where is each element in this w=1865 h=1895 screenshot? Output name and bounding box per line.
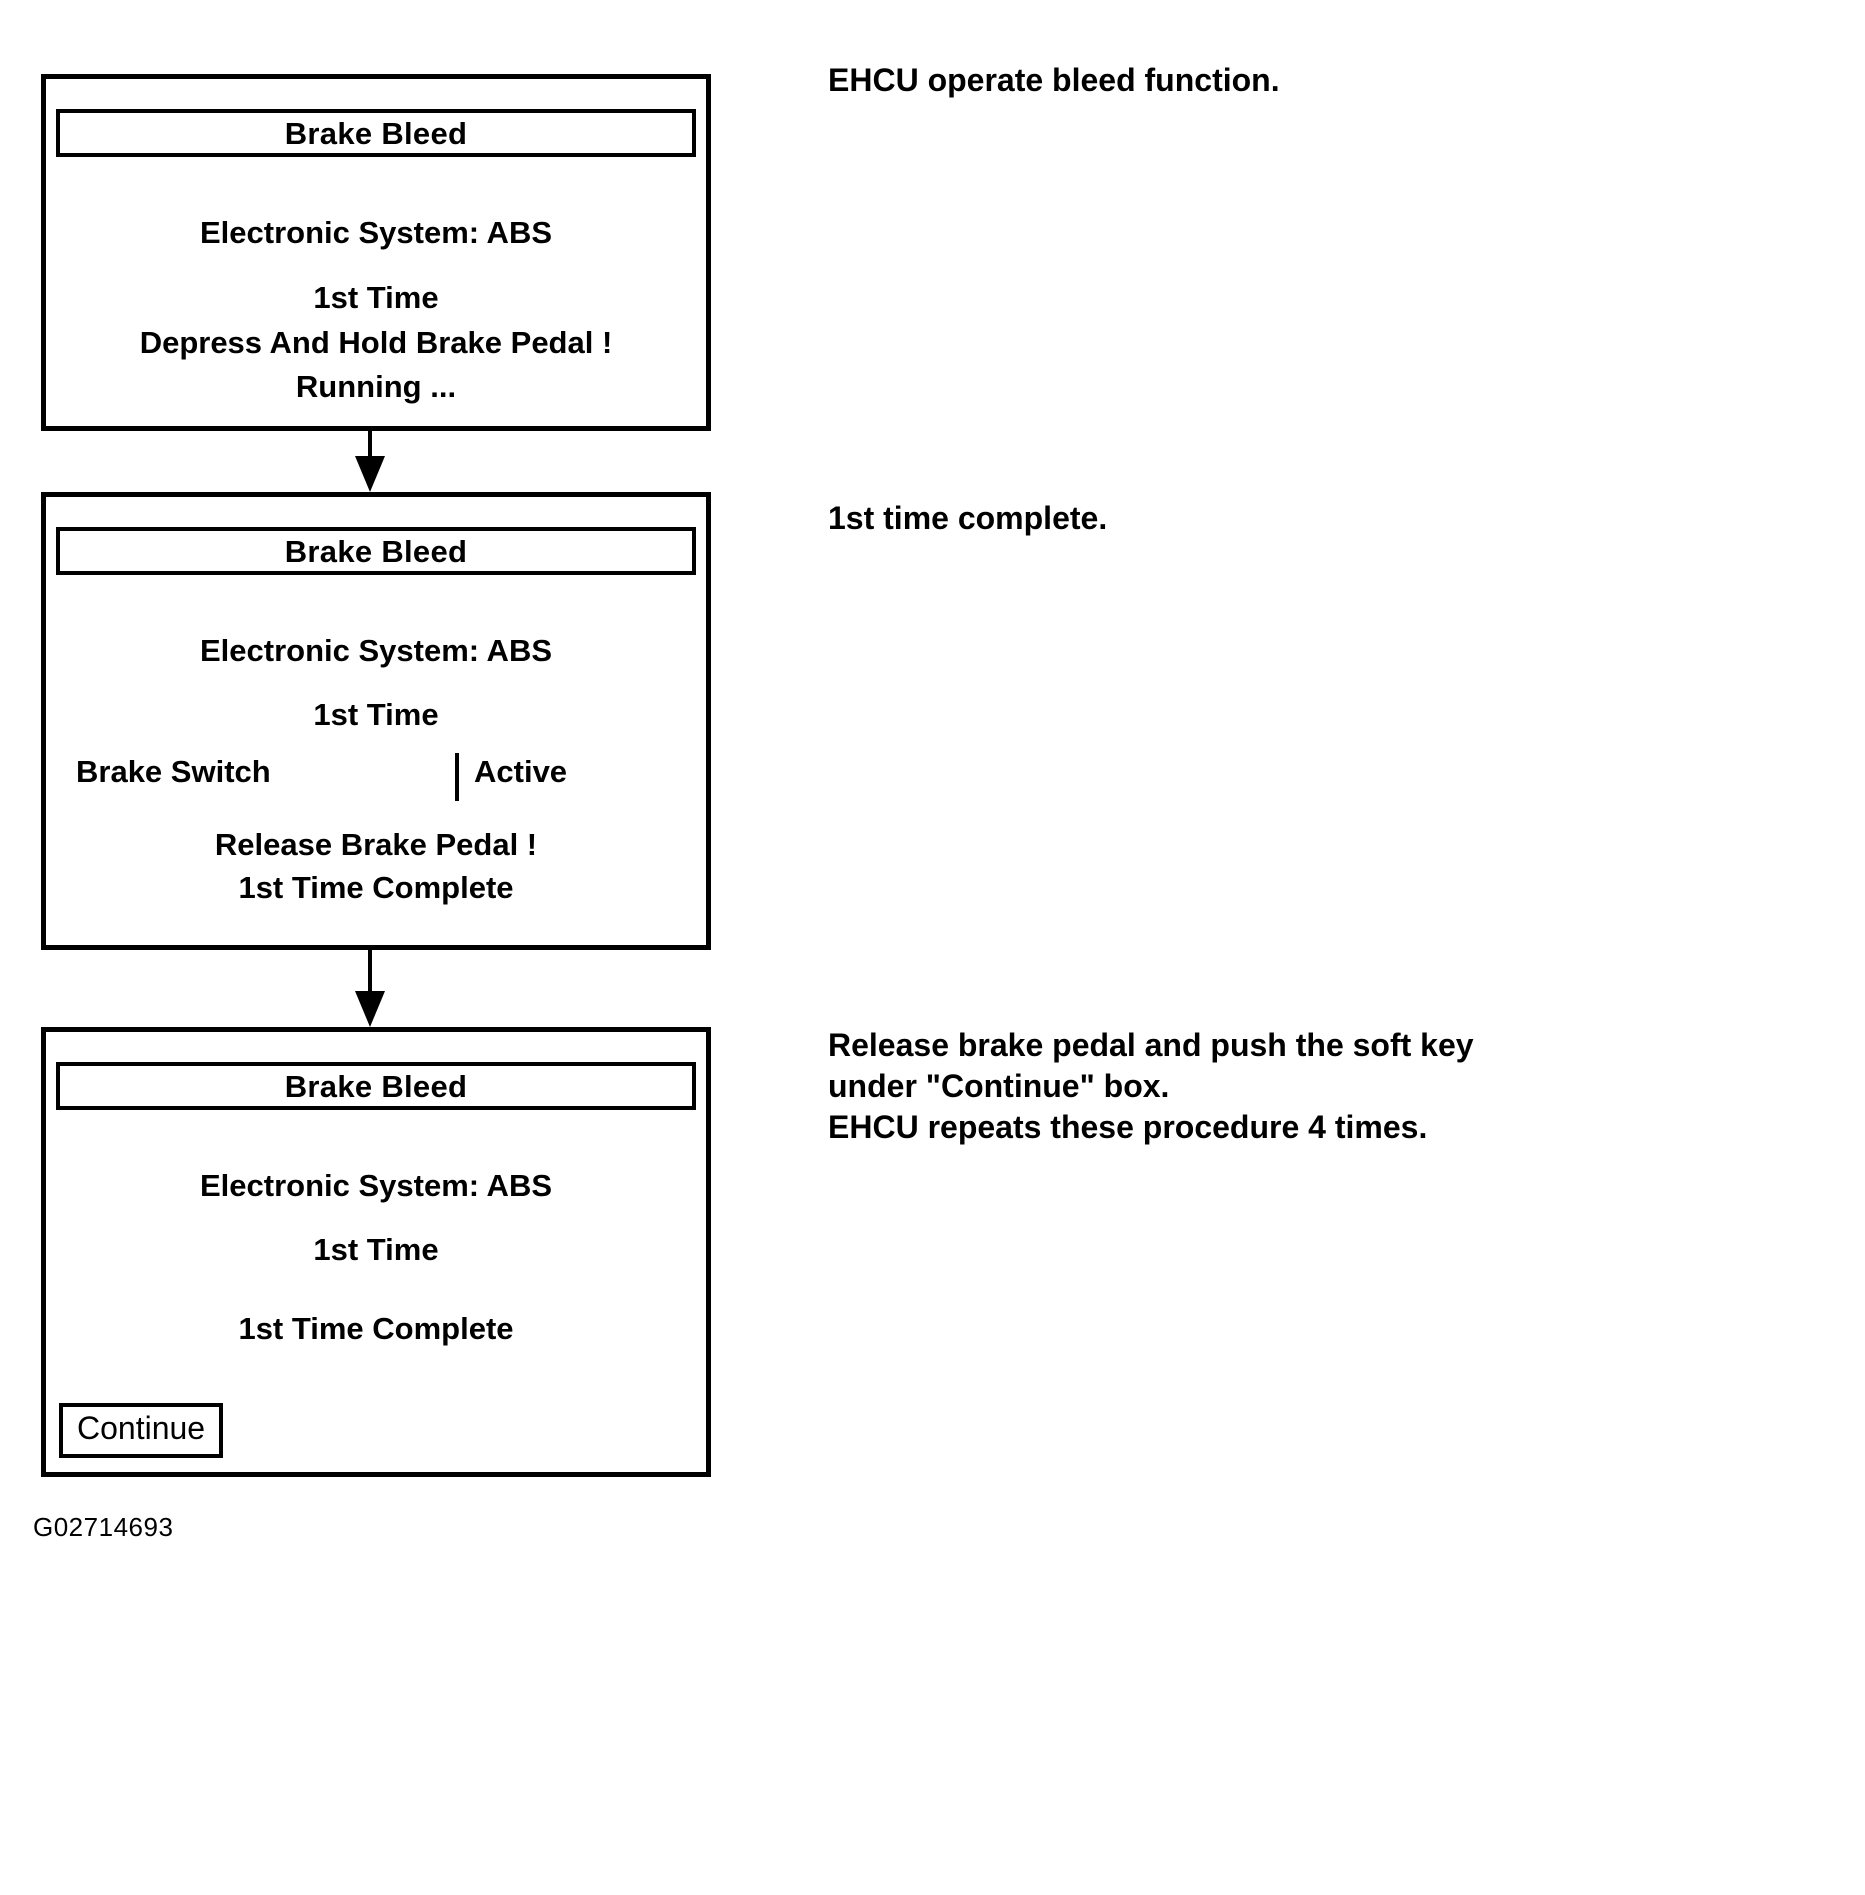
flow-arrow-1 [355, 431, 385, 492]
flow-arrow-2-shaft [368, 950, 372, 994]
screen-3-title: Brake Bleed [284, 1068, 468, 1104]
screen-2-line-prompt: Release Brake Pedal ! [214, 827, 538, 862]
continue-softkey-button[interactable]: Continue [59, 1403, 224, 1458]
screen-1-title: Brake Bleed [284, 115, 468, 151]
flow-arrow-1-head [355, 456, 385, 492]
screen-1-line-cycle: 1st Time [313, 280, 439, 315]
figure-id-label: G02714693 [33, 1512, 174, 1542]
screen-2-data-row-brake-switch: Brake Switch Active [56, 753, 696, 801]
scan-tool-screen-3: Brake Bleed Electronic System: ABS 1st T… [41, 1027, 711, 1477]
screen-3-body: Electronic System: ABS 1st Time 1st Time… [56, 1128, 696, 1468]
continue-softkey-label: Continue [77, 1410, 206, 1447]
flow-arrow-2 [355, 950, 385, 1027]
screen-1-line-prompt: Depress And Hold Brake Pedal ! [139, 325, 613, 360]
flow-arrow-1-shaft [368, 431, 372, 459]
screen-2-line-complete: 1st Time Complete [238, 870, 514, 905]
screen-2-body: Electronic System: ABS 1st Time Brake Sw… [56, 593, 696, 941]
scan-tool-screen-2: Brake Bleed Electronic System: ABS 1st T… [41, 492, 711, 950]
annotation-ehcu-operate: EHCU operate bleed function. [828, 62, 1280, 98]
annotation-release-continue: Release brake pedal and push the soft ke… [828, 1027, 1474, 1145]
screen-2-title-bar: Brake Bleed [56, 527, 696, 575]
screen-2-data-divider [455, 753, 459, 801]
screen-2-data-label: Brake Switch [76, 754, 271, 789]
screen-3-line-cycle: 1st Time [313, 1232, 439, 1267]
screen-3-title-bar: Brake Bleed [56, 1062, 696, 1110]
flow-arrow-2-head [355, 991, 385, 1027]
screen-3-line-system: Electronic System: ABS [199, 1168, 553, 1203]
screen-2-line-system: Electronic System: ABS [199, 633, 553, 668]
screen-1-title-bar: Brake Bleed [56, 109, 696, 157]
screen-2-line-cycle: 1st Time [313, 697, 439, 732]
scan-tool-screen-1: Brake Bleed Electronic System: ABS 1st T… [41, 74, 711, 431]
screen-1-body: Electronic System: ABS 1st Time Depress … [56, 175, 696, 422]
screen-2-title: Brake Bleed [284, 533, 468, 569]
screen-2-data-value: Active [474, 754, 568, 789]
annotation-first-time-complete: 1st time complete. [828, 500, 1108, 536]
screen-3-line-complete: 1st Time Complete [238, 1311, 514, 1346]
screen-1-line-status: Running ... [295, 369, 457, 404]
screen-1-line-system: Electronic System: ABS [199, 215, 553, 250]
